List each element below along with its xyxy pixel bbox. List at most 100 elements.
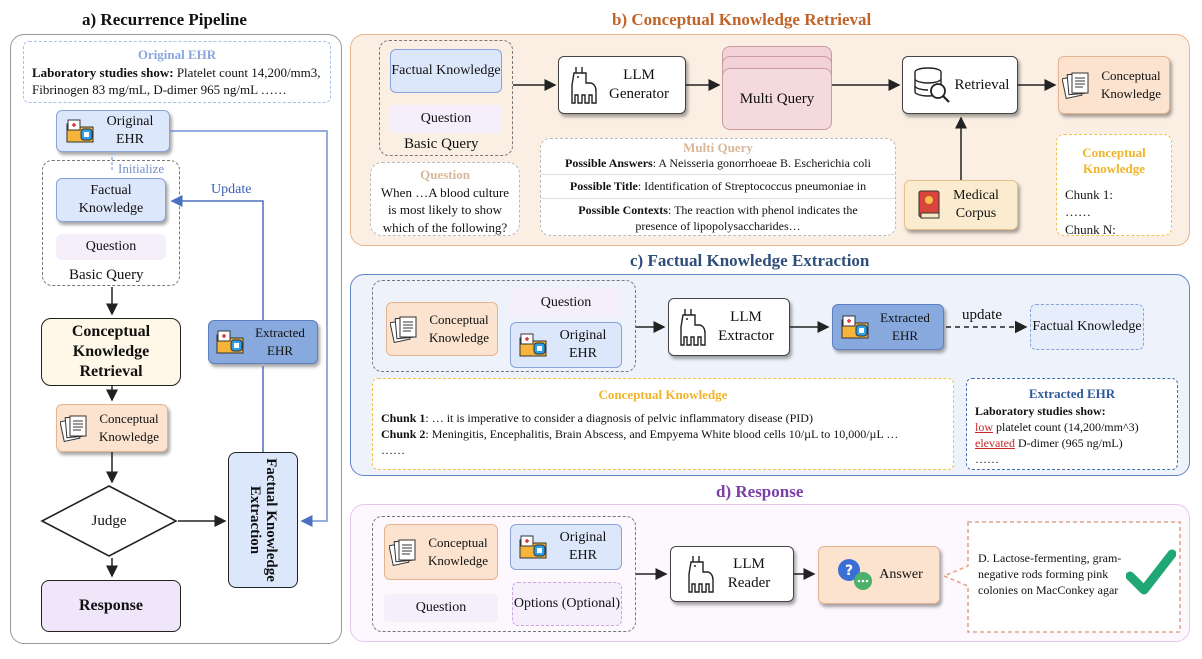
ck-retrieval-box: Conceptual Knowledge Retrieval: [41, 318, 181, 386]
panel-a-title: a) Recurrence Pipeline: [82, 10, 247, 29]
lab-studies-label: Laboratory studies show:: [32, 64, 174, 80]
database-search-icon: [913, 67, 950, 103]
elevated-text: D-dimer (965 ng/mL): [1014, 435, 1123, 450]
update-label-a: Update: [211, 182, 252, 197]
extracted-ehr-note-dots: ……: [975, 452, 999, 467]
factual-knowledge-box-c: Factual Knowledge: [1030, 304, 1144, 350]
ck-note-b-chunkn: Chunk N:: [1065, 221, 1116, 237]
question-box-b: Question: [390, 105, 502, 133]
extracted-ehr-note-low: low platelet count (14,200/mm^3): [967, 419, 1177, 435]
question-note-title: Question: [420, 167, 470, 182]
llm-reader-label: LLM Reader: [727, 556, 771, 591]
factual-knowledge-box-a: Factual Knowledge: [56, 178, 166, 222]
basic-query-group-a: [42, 160, 180, 286]
question-chat-icon: ?: [838, 559, 873, 590]
update-label-c: update: [962, 307, 1002, 323]
multi-query-box: Multi Query: [722, 68, 832, 130]
judge-label: Judge: [91, 512, 127, 529]
low-text: platelet count (14,200/mm^3): [993, 419, 1139, 434]
lab-line-1: Platelet count 14,200/mm3,: [173, 64, 321, 80]
chunk2-text: : Meningitis, Encephalitis, Brain Absces…: [425, 426, 899, 441]
conceptual-knowledge-box-a: Conceptual Knowledge: [56, 404, 168, 452]
llm-generator-label: LLM Generator: [609, 67, 669, 102]
documents-icon: [390, 316, 417, 343]
conceptual-knowledge-box-d: Conceptual Knowledge: [384, 524, 498, 580]
documents-icon: [60, 415, 87, 442]
chunk1-text: : … it is imperative to consider a diagn…: [425, 410, 813, 425]
answer-label: Answer: [879, 566, 923, 582]
llama-icon: [680, 309, 706, 346]
panel-a-connectors: [106, 130, 328, 578]
extracted-ehr-box-c: Extracted EHR: [832, 304, 944, 350]
answer-callout-shape: [941, 521, 1181, 633]
factual-knowledge-box-b: Factual Knowledge: [390, 49, 502, 93]
ck-note-b-chunk1: Chunk 1:: [1065, 186, 1114, 202]
conceptual-knowledge-box-c: Conceptual Knowledge: [386, 302, 498, 356]
basic-query-group-b: [379, 40, 513, 156]
ck-note-b: Conceptual Knowledge Chunk 1: …… Chunk N…: [1056, 134, 1172, 237]
mq-title: Possible Title: Identification of Strept…: [541, 175, 895, 199]
question-box-c: Question: [510, 288, 622, 318]
documents-icon: [389, 539, 416, 566]
mq-title-label: Possible Title: [569, 179, 638, 194]
panel-d-title: d) Response: [716, 482, 804, 501]
ck-note-c-dots: ……: [381, 442, 405, 457]
question-note: Question When …A blood culture is most l…: [370, 162, 520, 236]
conceptual-knowledge-label-b: Conceptual Knowledge: [1101, 68, 1161, 101]
conceptual-knowledge-label-d: Conceptual Knowledge: [428, 535, 488, 568]
panel-c-connectors: [636, 320, 1028, 334]
ehr-folder-icon: [841, 315, 869, 339]
extracted-ehr-note-elevated: elevated D-dimer (965 ng/mL): [967, 435, 1177, 451]
mq-context: Possible Contexts: The reaction with phe…: [541, 199, 895, 234]
original-ehr-label-c: Original EHR: [559, 327, 607, 361]
answer-text: D. Lactose-fermenting, gram-negative rod…: [978, 551, 1122, 598]
elevated-marker: elevated: [975, 435, 1015, 450]
medical-corpus-label: Medical Corpus: [953, 187, 999, 221]
multi-query-note: Multi Query Possible Answers: A Neisseri…: [540, 138, 896, 236]
ck-note-b-title: Conceptual Knowledge: [1082, 145, 1146, 177]
multi-query-note-title: Multi Query: [683, 140, 753, 155]
input-group-c: [372, 280, 636, 372]
mq-answers-label: Possible Answers: [565, 156, 653, 171]
original-ehr-box-d: Original EHR: [510, 524, 622, 570]
retrieval-box: Retrieval: [902, 56, 1018, 114]
original-ehr-note: Original EHR Laboratory studies show: Pl…: [23, 41, 331, 103]
documents-icon: [1062, 72, 1089, 99]
panel-d-connectors: [636, 568, 816, 580]
judge-diamond: [40, 485, 178, 557]
ehr-folder-icon: [216, 330, 244, 354]
extracted-ehr-box-a: Extracted EHR: [208, 320, 318, 364]
low-marker: low: [975, 419, 993, 434]
extracted-ehr-note: Extracted EHR Laboratory studies show: l…: [966, 378, 1178, 470]
extracted-ehr-note-lab: Laboratory studies show:: [975, 403, 1106, 418]
ehr-folder-icon: [66, 119, 94, 143]
ck-note-b-dots: ……: [1065, 204, 1091, 220]
response-box: Response: [41, 580, 181, 632]
mq-title-text: : Identification of Streptococcus pneumo…: [637, 179, 867, 194]
original-ehr-label-d: Original EHR: [559, 529, 607, 563]
llama-icon: [688, 556, 714, 593]
initialize-label: Initialize: [118, 161, 165, 176]
ehr-folder-icon: [519, 535, 547, 559]
chunk2-label: Chunk 2: [381, 426, 426, 441]
llm-extractor-label: LLM Extractor: [718, 309, 774, 344]
extracted-ehr-label-c: Extracted EHR: [880, 310, 930, 343]
svg-text:?: ?: [845, 563, 853, 579]
retrieval-label: Retrieval: [954, 76, 1010, 93]
panel-b-connectors: [513, 79, 1057, 180]
basic-query-label-b: Basic Query: [404, 136, 479, 152]
llm-extractor-box: LLM Extractor: [668, 298, 790, 356]
panel-b-title: b) Conceptual Knowledge Retrieval: [612, 10, 872, 29]
question-box-d: Question: [384, 594, 498, 622]
question-note-text: When …A blood culture is most likely to …: [380, 184, 510, 235]
basic-query-label-a: Basic Query: [69, 267, 144, 283]
medical-corpus-box: Medical Corpus: [904, 180, 1018, 230]
ck-note-c-title: Conceptual Knowledge: [598, 387, 728, 402]
input-group-d: [372, 516, 636, 632]
options-box-d: Options (Optional): [512, 582, 622, 626]
mq-answers: Possible Answers: A Neisseria gonorrhoea…: [541, 155, 895, 176]
conceptual-knowledge-label-a: Conceptual Knowledge: [99, 411, 159, 444]
original-ehr-box: Original EHR: [56, 110, 170, 152]
llama-icon: [571, 67, 597, 104]
llm-generator-box: LLM Generator: [558, 56, 686, 114]
